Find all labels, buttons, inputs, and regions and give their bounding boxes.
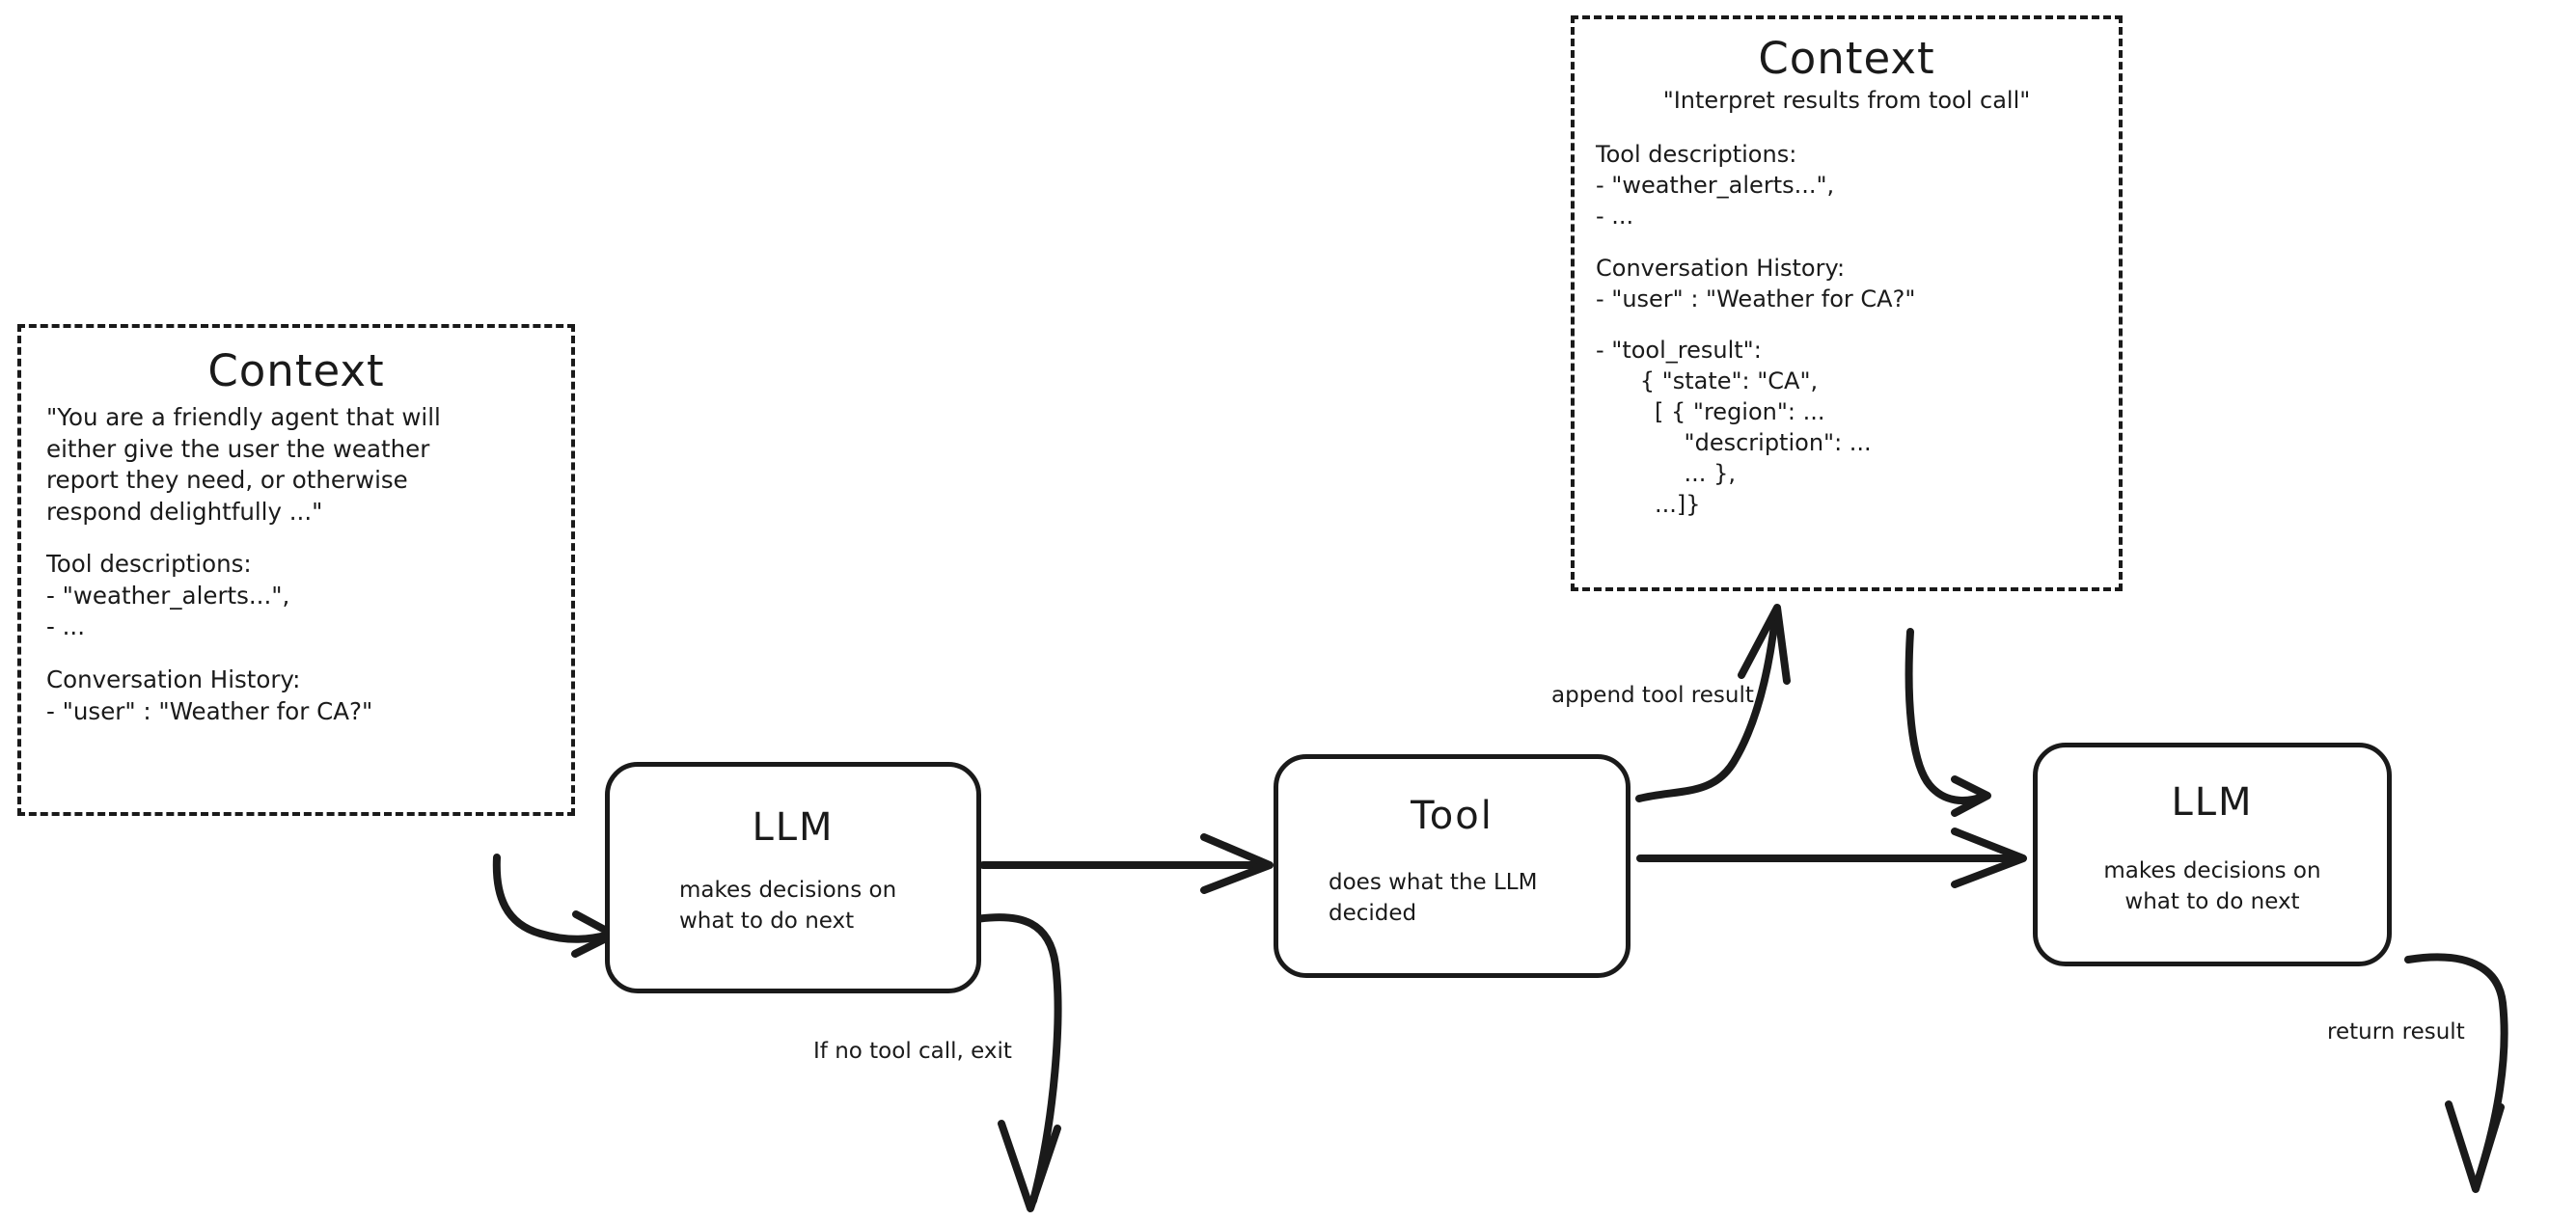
context-right-body: "Interpret results from tool call" Tool … [1575, 86, 2119, 521]
context-left-tools-block: Tool descriptions: - "weather_alerts..."… [46, 549, 546, 643]
context-right-tool-result-line: ... }, [1596, 460, 1736, 488]
context-left-tools-header: Tool descriptions: [46, 550, 252, 579]
edge-label-return-result: return result [2327, 1019, 2465, 1045]
context-left-tool-item: - "weather_alerts...", [46, 581, 290, 610]
arrow-context-right-to-llm2 [1905, 628, 1991, 817]
context-left-tool-item: - ... [46, 612, 85, 641]
context-right-tool-result-line: "description": ... [1596, 429, 1872, 457]
context-right-tools-header: Tool descriptions: [1596, 140, 1797, 168]
edge-label-if-no-tool-call-exit: If no tool call, exit [813, 1039, 1012, 1064]
context-right-tool-result-line: [ { "region": ... [1596, 398, 1825, 426]
context-left-conversation-block: Conversation History: - "user" : "Weathe… [46, 665, 546, 727]
context-right-tool-result-header: - "tool_result": [1596, 337, 1762, 365]
context-right-tool-result-block: - "tool_result": { "state": "CA", [ { "r… [1596, 336, 2097, 520]
context-right-tools-block: Tool descriptions: - "weather_alerts..."… [1596, 140, 2097, 232]
context-right-conversation-block: Conversation History: - "user" : "Weathe… [1596, 254, 2097, 315]
node-tool[interactable]: Tool does what the LLM decided [1274, 754, 1631, 978]
node-tool-subtitle: does what the LLM decided [1329, 870, 1538, 927]
context-right-conversation-header: Conversation History: [1596, 254, 1846, 282]
node-llm-second[interactable]: LLM makes decisions on what to do next [2033, 743, 2392, 966]
edge-label-append-tool-result: append tool result [1551, 683, 1754, 708]
context-right-conversation-item: - "user" : "Weather for CA?" [1596, 285, 1916, 312]
context-right-system-prompt: "Interpret results from tool call" [1662, 87, 2031, 114]
arrow-context-left-to-llm1 [492, 854, 617, 958]
node-llm-second-title: LLM [2171, 780, 2254, 825]
context-right-tool-result-line: { "state": "CA", [1596, 367, 1819, 395]
node-llm-first[interactable]: LLM makes decisions on what to do next [605, 762, 981, 993]
spacer [46, 643, 546, 665]
context-left-body: "You are a friendly agent that will eith… [21, 402, 571, 727]
context-right-tool-result-line: ...]} [1596, 490, 1701, 518]
context-left-system-prompt: "You are a friendly agent that will eith… [46, 403, 441, 526]
node-llm-first-subtitle: makes decisions on what to do next [679, 878, 897, 935]
arrow-llm1-to-tool [979, 833, 1274, 894]
context-left-conversation-item: - "user" : "Weather for CA?" [46, 696, 373, 725]
context-box-after-tool: Context "Interpret results from tool cal… [1571, 15, 2123, 591]
node-llm-first-title: LLM [752, 805, 835, 850]
context-left-title: Context [207, 345, 385, 396]
node-tool-title: Tool [1411, 794, 1494, 838]
arrow-tool-to-llm2 [1636, 828, 2027, 888]
context-box-initial: Context "You are a friendly agent that w… [17, 324, 575, 816]
context-right-tool-item: - "weather_alerts...", [1596, 171, 1835, 199]
arrow-llm2-return [2404, 953, 2508, 1193]
context-right-title: Context [1758, 33, 1935, 84]
context-left-conversation-header: Conversation History: [46, 665, 301, 694]
context-right-tool-item: - ... [1596, 202, 1634, 230]
node-llm-second-subtitle: makes decisions on what to do next [2103, 858, 2321, 915]
